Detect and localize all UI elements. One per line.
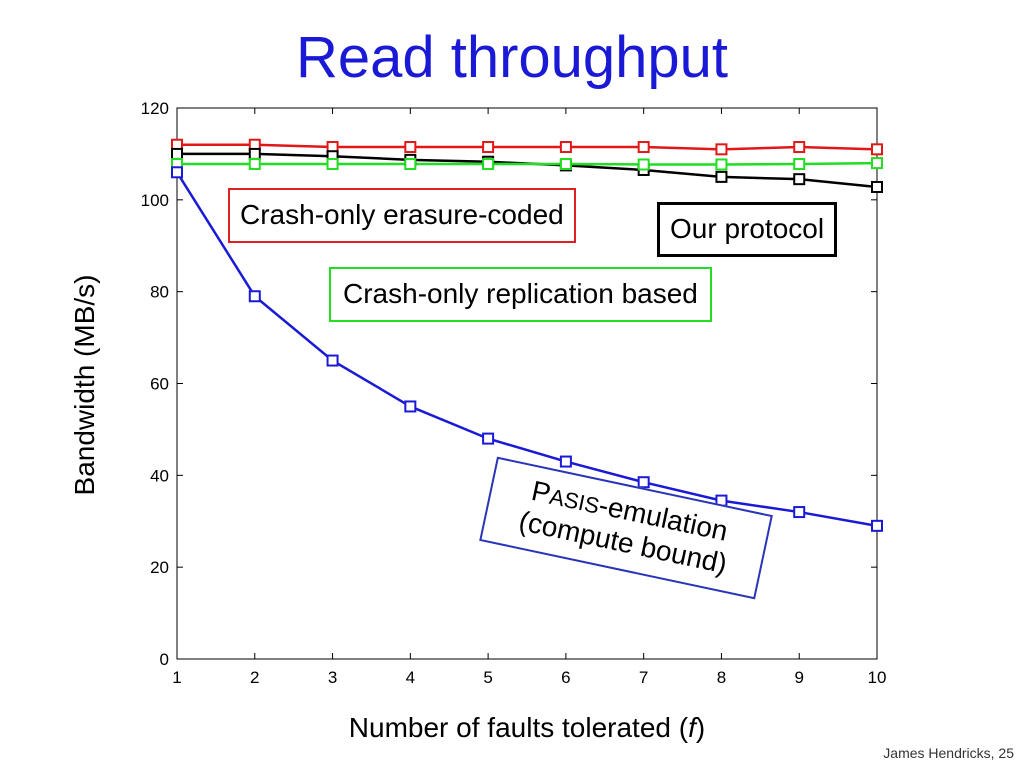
x-axis-title: Number of faults tolerated (f) [0, 712, 1024, 744]
series-3-point [404, 400, 417, 413]
series-3-point [171, 166, 183, 179]
series-0-point [482, 141, 495, 154]
series-1-point [171, 147, 183, 160]
x-tick-label: 7 [639, 668, 648, 687]
series-3-point [482, 432, 495, 445]
y-tick-label: 80 [150, 283, 169, 302]
series-2-point [559, 158, 572, 171]
series-0-point [793, 141, 806, 154]
series-2-point [326, 158, 339, 171]
x-tick-label: 3 [328, 668, 337, 687]
chart-series-markers [171, 138, 883, 532]
series-0-point [871, 143, 883, 156]
series-line-2 [177, 161, 878, 166]
y-tick-label: 0 [160, 650, 169, 669]
series-3-point [871, 519, 883, 532]
callout-replication-based: Crash-only replication based [329, 267, 712, 322]
chart-axes [176, 107, 878, 660]
x-tick-label: 10 [868, 668, 887, 687]
series-3-point [248, 290, 261, 303]
x-tick-label: 2 [250, 668, 259, 687]
y-tick-label: 120 [141, 99, 169, 118]
slide-footer: James Hendricks, 25 [883, 745, 1014, 761]
series-0-point [715, 143, 728, 156]
series-2-point [637, 158, 650, 171]
y-tick-label: 40 [150, 466, 169, 485]
series-0-point [637, 141, 650, 154]
series-1-point [793, 173, 806, 186]
series-2-point [248, 158, 261, 171]
series-0-point [404, 141, 417, 154]
y-tick-label: 100 [141, 191, 169, 210]
x-axis-title-variable: f [688, 712, 696, 743]
series-1-point [715, 170, 728, 183]
x-tick-label: 9 [794, 668, 803, 687]
x-tick-label: 8 [717, 668, 726, 687]
series-2-point [793, 158, 806, 171]
y-axis-title: Bandwidth (MB/s) [69, 274, 100, 496]
series-line-1 [177, 152, 878, 189]
x-tick-label: 5 [483, 668, 492, 687]
series-3-point [559, 455, 572, 468]
x-tick-label: 4 [406, 668, 415, 687]
chart-tick-labels: 0 20 40 60 80 100 120 1 2 3 4 5 6 7 8 9 10 [141, 99, 887, 687]
x-axis-title-suffix: ) [695, 712, 706, 743]
series-0-point [559, 141, 572, 154]
x-tick-label: 6 [561, 668, 570, 687]
series-2-point [871, 157, 883, 170]
series-1-point [871, 180, 883, 193]
callout-our-protocol: Our protocol [657, 202, 838, 257]
series-3-point [637, 476, 650, 489]
series-line-3 [175, 171, 878, 528]
series-3-point [326, 354, 339, 367]
series-3-point [793, 506, 806, 519]
series-1-point [248, 147, 261, 160]
slide-title: Read throughput [295, 25, 729, 90]
y-tick-label: 20 [150, 558, 169, 577]
x-tick-label: 1 [172, 668, 181, 687]
series-2-point [715, 158, 728, 171]
chart-series-lines [175, 143, 878, 528]
series-line-0 [177, 143, 878, 151]
callout-erasure-coded: Crash-only erasure-coded [228, 188, 576, 243]
y-tick-label: 60 [150, 375, 169, 394]
x-axis-title-prefix: Number of faults tolerated ( [348, 712, 689, 743]
series-2-point [482, 158, 495, 171]
series-2-point [404, 158, 417, 171]
